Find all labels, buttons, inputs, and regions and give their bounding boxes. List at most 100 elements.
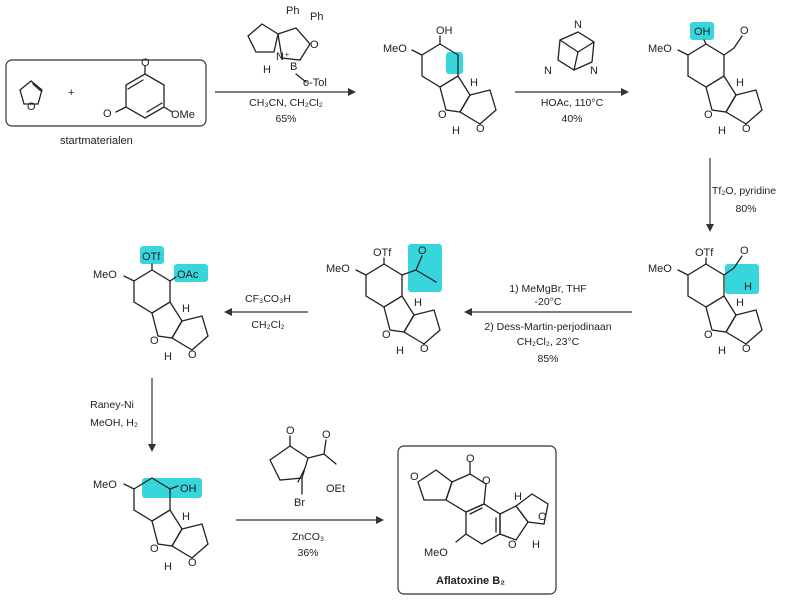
furan-oxygen-2: O [420,343,429,355]
hexamine [557,31,595,71]
furan-oxygen-2: O [188,349,197,361]
highlight-oac [174,264,208,282]
hexamine-n2: N [590,65,598,77]
dihydrofuran-ring [19,80,43,105]
start-materials-box [5,59,207,127]
bromine: Br [294,497,305,509]
step-3-yield: 80% [735,203,756,215]
triflate: OTf [373,247,392,259]
aldehyde-h: H [744,281,752,293]
arrow-step-7: ZnCO₃ 36% [236,516,384,559]
benzene-ring [365,263,403,308]
bromo-enone-reagent: O O OEt Br [269,425,345,509]
compound-triflate-ketone: OTf O MeO O O H H [326,244,442,357]
step-4-conditions-2: CH₂Cl₂, 23°C [517,336,580,348]
h-2: H [736,297,744,309]
highlight-otf [140,246,164,264]
methoxy: MeO [93,269,117,281]
aromatic-ring [465,503,501,545]
highlight-oh [690,22,714,40]
quinone-ring [125,73,165,119]
plus-sign: + [68,87,74,99]
quinone-oxygen-top: O [141,57,150,69]
furan-oxygen-1: O [704,329,713,341]
furan-oxygen-1: O [438,109,447,121]
catalyst-phenyl-2: Ph [310,11,323,23]
aldehyde-oxygen: O [740,25,749,37]
h-2: H [532,539,540,551]
tetrahydrofuran-ring [403,309,441,345]
furan-oxygen-1: O [382,329,391,341]
h-2: H [182,511,190,523]
h-1: H [164,561,172,573]
tetrahydrofuran-ring [171,315,209,351]
lactone-ring-oxygen: O [482,475,491,487]
h-2: H [470,77,478,89]
dihydrofuran-fused [383,295,415,333]
methoxy: MeO [383,43,407,55]
furan-oxygen-1: O [704,109,713,121]
step-6-conditions: MeOH, H₂ [90,417,138,429]
enone-oxygen: O [286,425,295,437]
dihydrofuran-fused [705,75,737,113]
triflate: OTf [695,247,714,259]
methoxy: MeO [424,547,448,559]
step-6-reagent: Raney-Ni [90,399,134,411]
benzene-ring [687,263,725,308]
benzene-ring [133,269,171,314]
step-2-reagents: HOAc, 110°C [541,97,604,109]
step-5-solvent: CH₂Cl₂ [251,319,284,331]
arrow-step-3: Tf₂O, pyridine 80% [706,158,776,232]
furan-oxygen-2: O [476,123,485,135]
dihydrofuran-fused [151,301,183,339]
catalyst-oxygen: O [310,39,319,51]
tetrahydrofuran-ring [725,89,763,125]
arrow-step-6: Raney-Ni MeOH, H₂ [90,378,156,452]
aldehyde-oxygen: O [740,245,749,257]
furan-oxygen-1: O [508,539,517,551]
step-1-reagents: CH₃CN, CH₂Cl₂ [249,97,323,109]
h-1: H [164,351,172,363]
dihydrofuran-fused [151,509,183,547]
h-2: H [414,297,422,309]
dihydrofuran-oxygen: O [27,101,36,113]
ester-oxygen: O [322,429,331,441]
quinone-oxygen-left: O [103,108,112,120]
tetrahydrofuran-ring [515,493,549,525]
step-4-reagent-1: 1) MeMgBr, THF [509,283,586,295]
hexamine-n1: N [544,65,552,77]
product-label: Aflatoxine B₂ [436,575,505,587]
tetrahydrofuran-ring [459,89,497,125]
step-4-temp-1: -20°C [535,296,562,308]
catalyst-otolyl: o-Tol [303,77,327,89]
arrow-step-1: CH₃CN, CH₂Cl₂ 65% [215,88,356,125]
furan-oxygen-1: O [150,543,159,555]
compound-acetate: OTf OAc MeO O O H H [93,246,209,363]
furan-oxygen-2: O [188,557,197,569]
step-2-yield: 40% [561,113,582,125]
h-1: H [396,345,404,357]
phenol-oh: OH [436,25,453,37]
quinone-methoxy: OMe [171,109,195,121]
dihydrofuran-fused [439,75,471,113]
ketone-oxygen: O [418,245,427,257]
step-4-reagent-2: 2) Dess-Martin-perjodinaan [484,321,611,333]
tetrahydrofuran-ring [171,523,209,559]
furan-oxygen-2: O [538,511,547,523]
h-1: H [452,125,460,137]
methoxy: MeO [648,43,672,55]
catalyst-hydrogen: H [263,64,271,76]
arrow-step-2: N N N HOAc, 110°C 40% [515,19,629,125]
methoxy: MeO [93,479,117,491]
arrow-step-5: CF₃CO₃H CH₂Cl₂ [224,293,308,331]
step-7-yield: 36% [297,547,318,559]
h-2: H [736,77,744,89]
h-1: H [514,491,522,503]
step-3-reagents: Tf₂O, pyridine [712,185,776,197]
product-aflatoxin-b2: O O O MeO O O H H Aflatoxine B₂ [397,445,557,595]
ketone-oxygen: O [410,471,419,483]
ethoxy: OEt [326,483,345,495]
compound-triflate-aldehyde: OTf O H MeO O O H H [648,245,763,357]
dihydrofuran-fused [705,295,737,333]
